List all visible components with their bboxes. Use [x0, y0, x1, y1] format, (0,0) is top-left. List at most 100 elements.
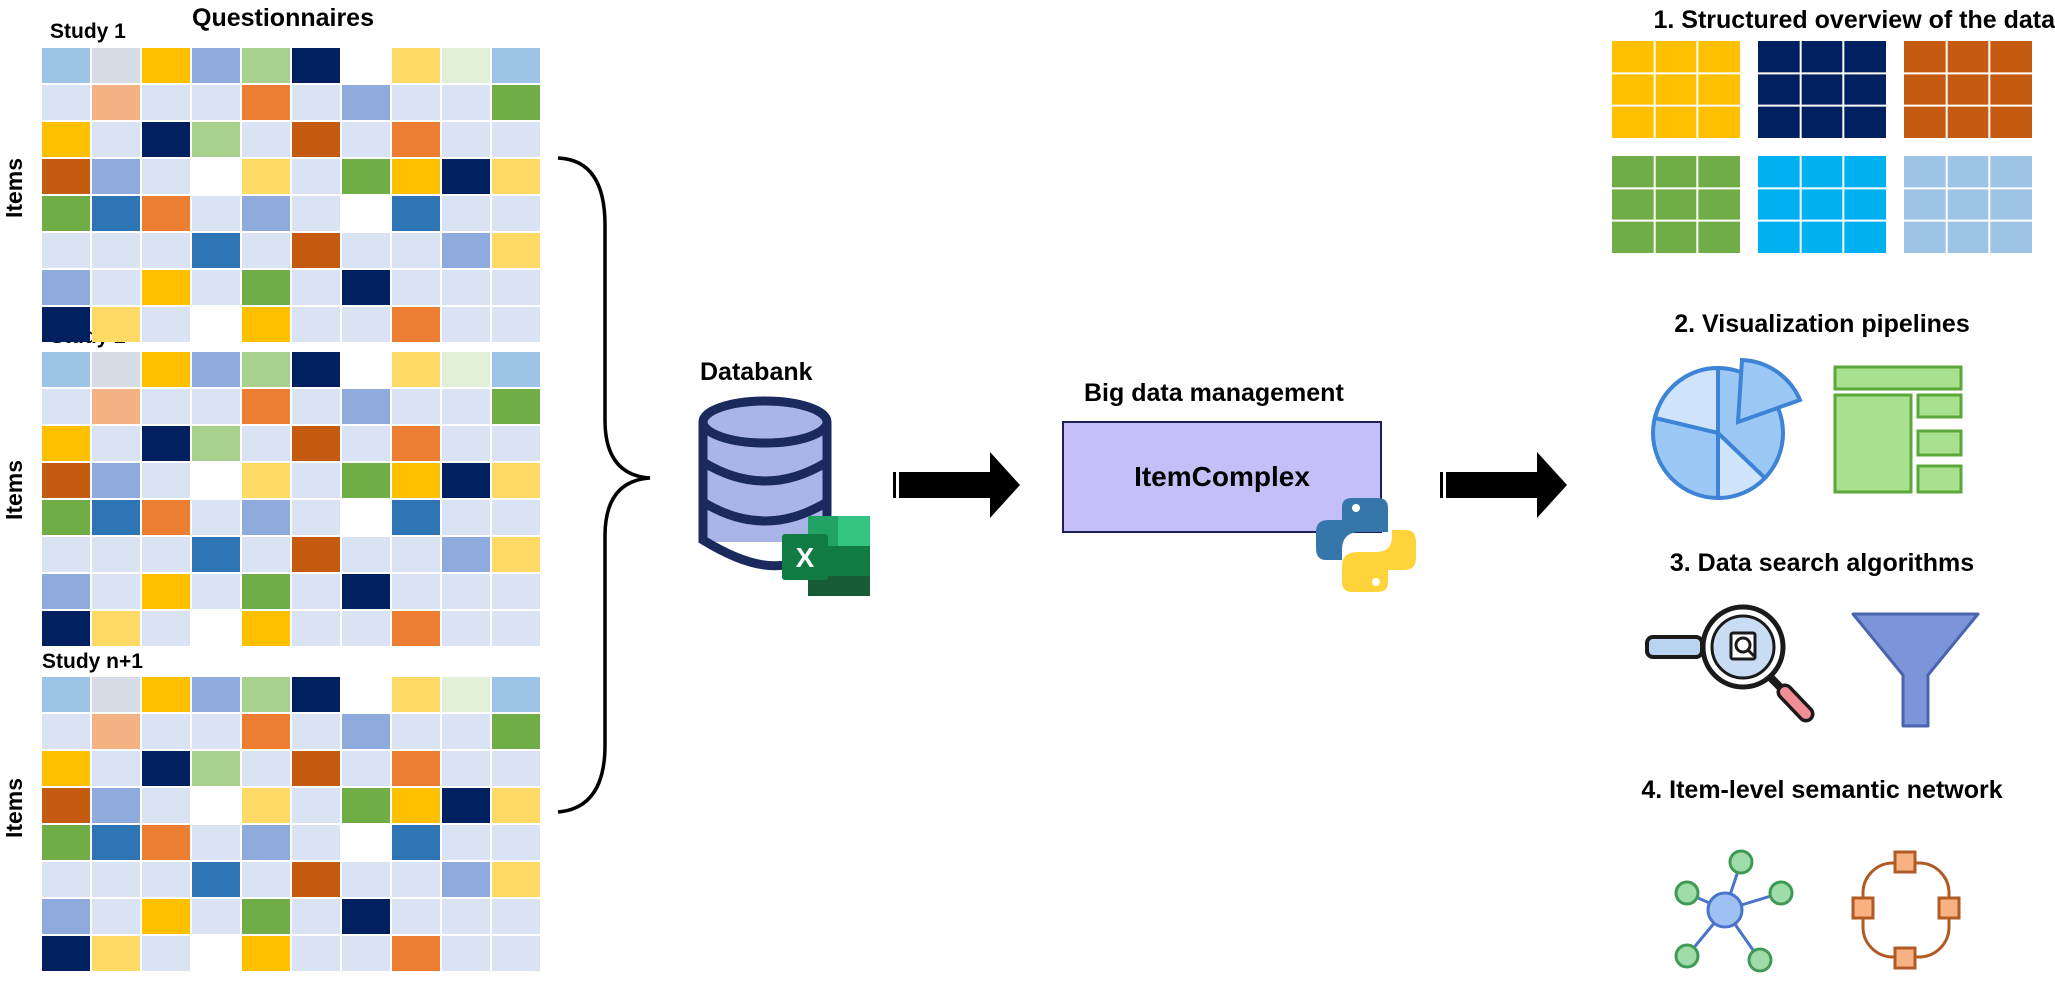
grid-cell: [242, 677, 290, 712]
grid-cell: [442, 48, 490, 83]
grid-cell: [442, 85, 490, 120]
grid-cell: [92, 751, 140, 786]
grid-cell: [342, 426, 390, 461]
dashboard-layout-icon: [1833, 365, 1963, 494]
grid-cell: [492, 936, 540, 971]
grid-cell: [42, 389, 90, 424]
grid-cell: [342, 122, 390, 157]
grid-cell: [92, 936, 140, 971]
grid-cell: [242, 714, 290, 749]
grid-cell: [492, 270, 540, 305]
output-label-2: 2. Visualization pipelines: [1674, 310, 1969, 338]
grid-cell: [292, 270, 340, 305]
grid-cell: [292, 936, 340, 971]
grid-cell: [292, 85, 340, 120]
grid-cell: [192, 426, 240, 461]
grid-cell: [242, 307, 290, 342]
grid-cell: [142, 936, 190, 971]
grid-cell: [42, 352, 90, 387]
grid-cell: [92, 196, 140, 231]
grid-cell: [92, 574, 140, 609]
grid-cell: [492, 714, 540, 749]
overview-tile: [1904, 41, 2032, 138]
grid-cell: [392, 352, 440, 387]
grid-cell: [192, 307, 240, 342]
grid-cell: [92, 677, 140, 712]
grid-cell: [342, 389, 390, 424]
grid-cell: [292, 574, 340, 609]
grid-cell: [492, 122, 540, 157]
grid-cell: [42, 196, 90, 231]
grid-cell: [292, 389, 340, 424]
grid-cell: [392, 85, 440, 120]
grid-cell: [242, 751, 290, 786]
grid-cell: [442, 352, 490, 387]
grid-cell: [442, 862, 490, 897]
grid-cell: [392, 574, 440, 609]
pie-chart-icon: [1651, 357, 1803, 501]
questionnaires-title: Questionnaires: [192, 4, 374, 32]
grid-cell: [142, 677, 190, 712]
itemcomplex-box: [1062, 421, 1382, 533]
grid-cell: [142, 751, 190, 786]
grid-cell: [242, 426, 290, 461]
grid-cell: [92, 862, 140, 897]
grid-cell: [242, 537, 290, 572]
grid-cell: [242, 936, 290, 971]
databank-section: Databank X: [698, 358, 870, 596]
grid-cell: [42, 936, 90, 971]
grid-cell: [242, 122, 290, 157]
grid-cell: [42, 714, 90, 749]
grid-cell: [142, 122, 190, 157]
grid-cell: [442, 196, 490, 231]
grid-cell: [92, 426, 140, 461]
grid-cell: [442, 751, 490, 786]
grid-cell: [342, 537, 390, 572]
study-grid-1: [42, 48, 540, 342]
grid-cell: [142, 537, 190, 572]
grid-cell: [142, 611, 190, 646]
grid-cell: [192, 233, 240, 268]
grid-cell: [42, 233, 90, 268]
grid-cell: [442, 714, 490, 749]
grid-cell: [492, 862, 540, 897]
grid-cell: [292, 537, 340, 572]
python-icon: [1316, 498, 1416, 592]
grid-cell: [342, 233, 390, 268]
grid-cell: [292, 825, 340, 860]
grid-cell: [392, 677, 440, 712]
grid-cell: [92, 611, 140, 646]
grid-cell: [492, 352, 540, 387]
grid-cell: [492, 574, 540, 609]
grid-cell: [342, 788, 390, 823]
grid-cell: [42, 825, 90, 860]
grid-cell: [142, 862, 190, 897]
grid-cell: [492, 500, 540, 535]
filter-funnel-icon: [1851, 612, 1980, 728]
grid-cell: [342, 48, 390, 83]
grid-cell: [392, 463, 440, 498]
study-label-1: Study 1: [50, 20, 126, 43]
grid-cell: [42, 862, 90, 897]
grid-cell: [292, 611, 340, 646]
grid-cell: [242, 85, 290, 120]
grid-cell: [242, 611, 290, 646]
grid-cell: [342, 862, 390, 897]
grid-cell: [142, 463, 190, 498]
study-label-3: Study n+1: [42, 650, 143, 673]
grid-cell: [242, 825, 290, 860]
grid-cell: [342, 159, 390, 194]
grid-cell: [42, 537, 90, 572]
grid-cell: [242, 352, 290, 387]
grid-cell: [292, 677, 340, 712]
grid-cell: [392, 899, 440, 934]
grid-cell: [192, 862, 240, 897]
arrow-1: [893, 452, 1020, 518]
excel-letter: X: [796, 542, 815, 573]
grid-cell: [492, 85, 540, 120]
grid-cell: [92, 463, 140, 498]
excel-icon: X: [782, 516, 870, 596]
outputs-section: 1. Structured overview of the data 2. Vi…: [1612, 6, 2055, 973]
grid-cell: [192, 936, 240, 971]
overview-tile: [1612, 41, 1740, 138]
